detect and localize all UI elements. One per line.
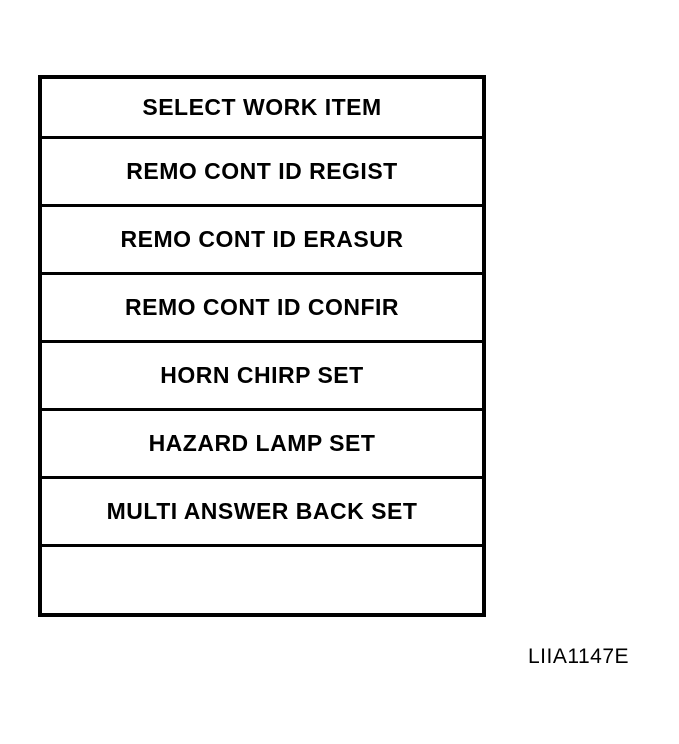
work-item-menu: SELECT WORK ITEM REMO CONT ID REGIST REM… (38, 75, 486, 617)
menu-item-horn-chirp-set[interactable]: HORN CHIRP SET (42, 340, 482, 408)
menu-empty-row (42, 544, 482, 613)
menu-item-label: HORN CHIRP SET (160, 362, 364, 388)
menu-title: SELECT WORK ITEM (142, 94, 382, 120)
menu-item-remo-cont-id-erasur[interactable]: REMO CONT ID ERASUR (42, 204, 482, 272)
menu-header-row: SELECT WORK ITEM (42, 79, 482, 136)
menu-item-remo-cont-id-regist[interactable]: REMO CONT ID REGIST (42, 136, 482, 204)
menu-item-label: REMO CONT ID REGIST (126, 158, 398, 184)
menu-item-label: REMO CONT ID ERASUR (120, 226, 404, 252)
menu-item-multi-answer-back-set[interactable]: MULTI ANSWER BACK SET (42, 476, 482, 544)
menu-item-remo-cont-id-confir[interactable]: REMO CONT ID CONFIR (42, 272, 482, 340)
figure-code-label: LIIA1147E (528, 645, 630, 668)
menu-item-label: REMO CONT ID CONFIR (125, 294, 399, 320)
menu-item-hazard-lamp-set[interactable]: HAZARD LAMP SET (42, 408, 482, 476)
menu-item-label: HAZARD LAMP SET (148, 430, 376, 456)
menu-item-label: MULTI ANSWER BACK SET (106, 498, 418, 524)
